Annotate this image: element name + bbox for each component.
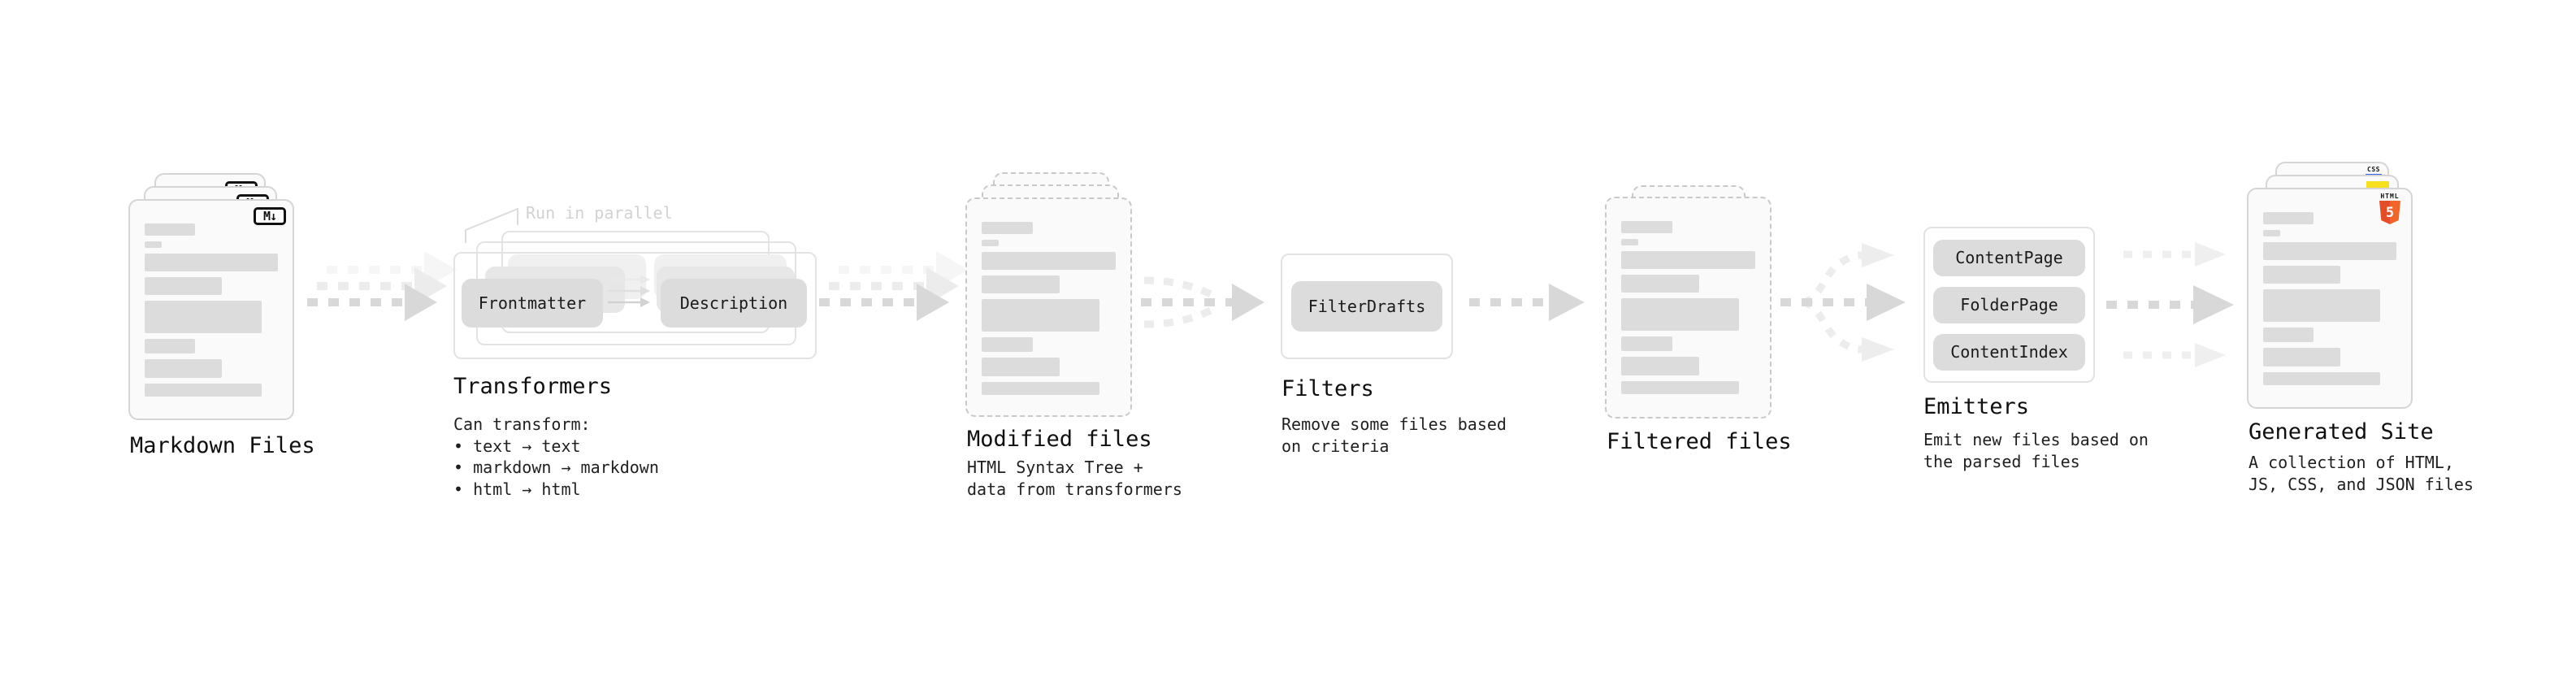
run-in-parallel-leader-line <box>465 207 518 243</box>
placeholder-text-bar <box>145 384 262 397</box>
transformers-title: Transformers <box>453 374 613 399</box>
emitters-title: Emitters <box>1923 394 2030 419</box>
filtered-file-page-front <box>1605 197 1772 419</box>
placeholder-text-bar <box>2263 230 2281 236</box>
arrow-markdown-to-transformers <box>307 251 457 321</box>
placeholder-text-bar <box>982 358 1060 376</box>
run-in-parallel-note: Run in parallel <box>526 203 673 223</box>
filter-drafts-box: FilterDrafts <box>1291 281 1442 332</box>
transformer-container-front <box>453 252 817 359</box>
filters-panel: FilterDrafts <box>1281 254 1453 359</box>
arrow-filtered-to-emitters <box>1780 243 1906 362</box>
placeholder-text-bar <box>2263 348 2341 367</box>
placeholder-text-bar <box>1621 221 1672 233</box>
css-badge-label: CSS <box>2367 166 2380 173</box>
modified-files-stack <box>965 172 1132 417</box>
placeholder-text-bar <box>2263 289 2381 322</box>
arrow-emitters-to-generated <box>2106 242 2234 367</box>
placeholder-text-bar <box>982 382 1100 395</box>
page-content-placeholder <box>130 201 293 419</box>
transformers-stack: Frontmatter Description <box>453 231 817 359</box>
modified-file-page-front <box>965 197 1132 417</box>
emitters-description: Emit new files based on the parsed files <box>1923 430 2149 471</box>
html-file-page: HTML 5 <box>2247 188 2413 409</box>
placeholder-text-bar <box>145 359 223 378</box>
filtered-files-stack <box>1605 185 1772 419</box>
placeholder-text-bar <box>1621 357 1699 375</box>
filters-description: Remove some files based on criteria <box>1281 414 1507 456</box>
content-index-box: ContentIndex <box>1933 333 2085 371</box>
placeholder-text-bar <box>1621 381 1740 394</box>
placeholder-text-bar <box>1621 275 1699 293</box>
generated-site-description: A collection of HTML, JS, CSS, and JSON … <box>2249 453 2474 494</box>
arrow-modified-to-filters <box>1141 276 1264 328</box>
placeholder-text-bar <box>2263 327 2314 342</box>
filters-title: Filters <box>1281 376 1374 401</box>
filtered-files-title: Filtered files <box>1607 429 1792 454</box>
html5-shield: 5 <box>2379 201 2400 224</box>
placeholder-text-bar <box>982 240 1000 246</box>
placeholder-text-bar <box>1621 239 1639 245</box>
placeholder-text-bar <box>2263 212 2314 224</box>
markdown-icon-glyph: M↓ <box>262 209 277 223</box>
arrow-transformers-to-modified <box>819 251 969 321</box>
folder-page-box: FolderPage <box>1933 286 2085 323</box>
placeholder-text-bar <box>1621 336 1672 351</box>
placeholder-text-bar <box>1621 251 1755 269</box>
html5-icon: HTML 5 <box>2379 193 2401 224</box>
placeholder-text-bar <box>1621 298 1740 331</box>
page-content-placeholder <box>1607 198 1770 417</box>
placeholder-text-bar <box>982 252 1116 270</box>
markdown-files-title: Markdown Files <box>130 433 315 458</box>
placeholder-text-bar <box>982 275 1060 293</box>
html5-numeral: 5 <box>2385 204 2395 221</box>
frontmatter-box: Frontmatter <box>462 279 603 327</box>
modified-files-title: Modified files <box>967 427 1152 452</box>
description-box: Description <box>661 279 807 327</box>
page-content-placeholder <box>967 199 1130 415</box>
markdown-icon: M↓ <box>254 207 286 225</box>
placeholder-text-bar <box>982 299 1100 332</box>
placeholder-text-bar <box>145 277 223 295</box>
placeholder-text-bar <box>2263 266 2341 284</box>
markdown-files-stack: M↓ M↓ M↓ <box>128 173 294 420</box>
placeholder-text-bar <box>2263 242 2396 260</box>
arrow-filters-to-filtered <box>1469 284 1585 321</box>
transformers-description: Can transform: • text → text • markdown … <box>453 414 659 499</box>
placeholder-text-bar <box>982 222 1033 234</box>
placeholder-text-bar <box>145 339 196 354</box>
html5-wordmark: HTML <box>2380 193 2400 200</box>
emitters-panel: ContentPage FolderPage ContentIndex <box>1923 227 2095 383</box>
generated-site-stack: CSS HTML 5 <box>2247 162 2413 409</box>
placeholder-text-bar <box>982 337 1033 352</box>
transformer-step-arrows <box>608 275 650 307</box>
page-content-placeholder <box>2249 189 2411 407</box>
modified-files-description: HTML Syntax Tree + data from transformer… <box>967 458 1182 499</box>
placeholder-text-bar <box>145 241 163 248</box>
placeholder-text-bar <box>145 301 262 333</box>
placeholder-text-bar <box>2263 372 2381 385</box>
generated-site-title: Generated Site <box>2249 419 2434 445</box>
placeholder-text-bar <box>145 254 278 271</box>
placeholder-text-bar <box>145 223 196 236</box>
content-page-box: ContentPage <box>1933 239 2085 276</box>
markdown-file-page-front: M↓ <box>128 199 294 420</box>
